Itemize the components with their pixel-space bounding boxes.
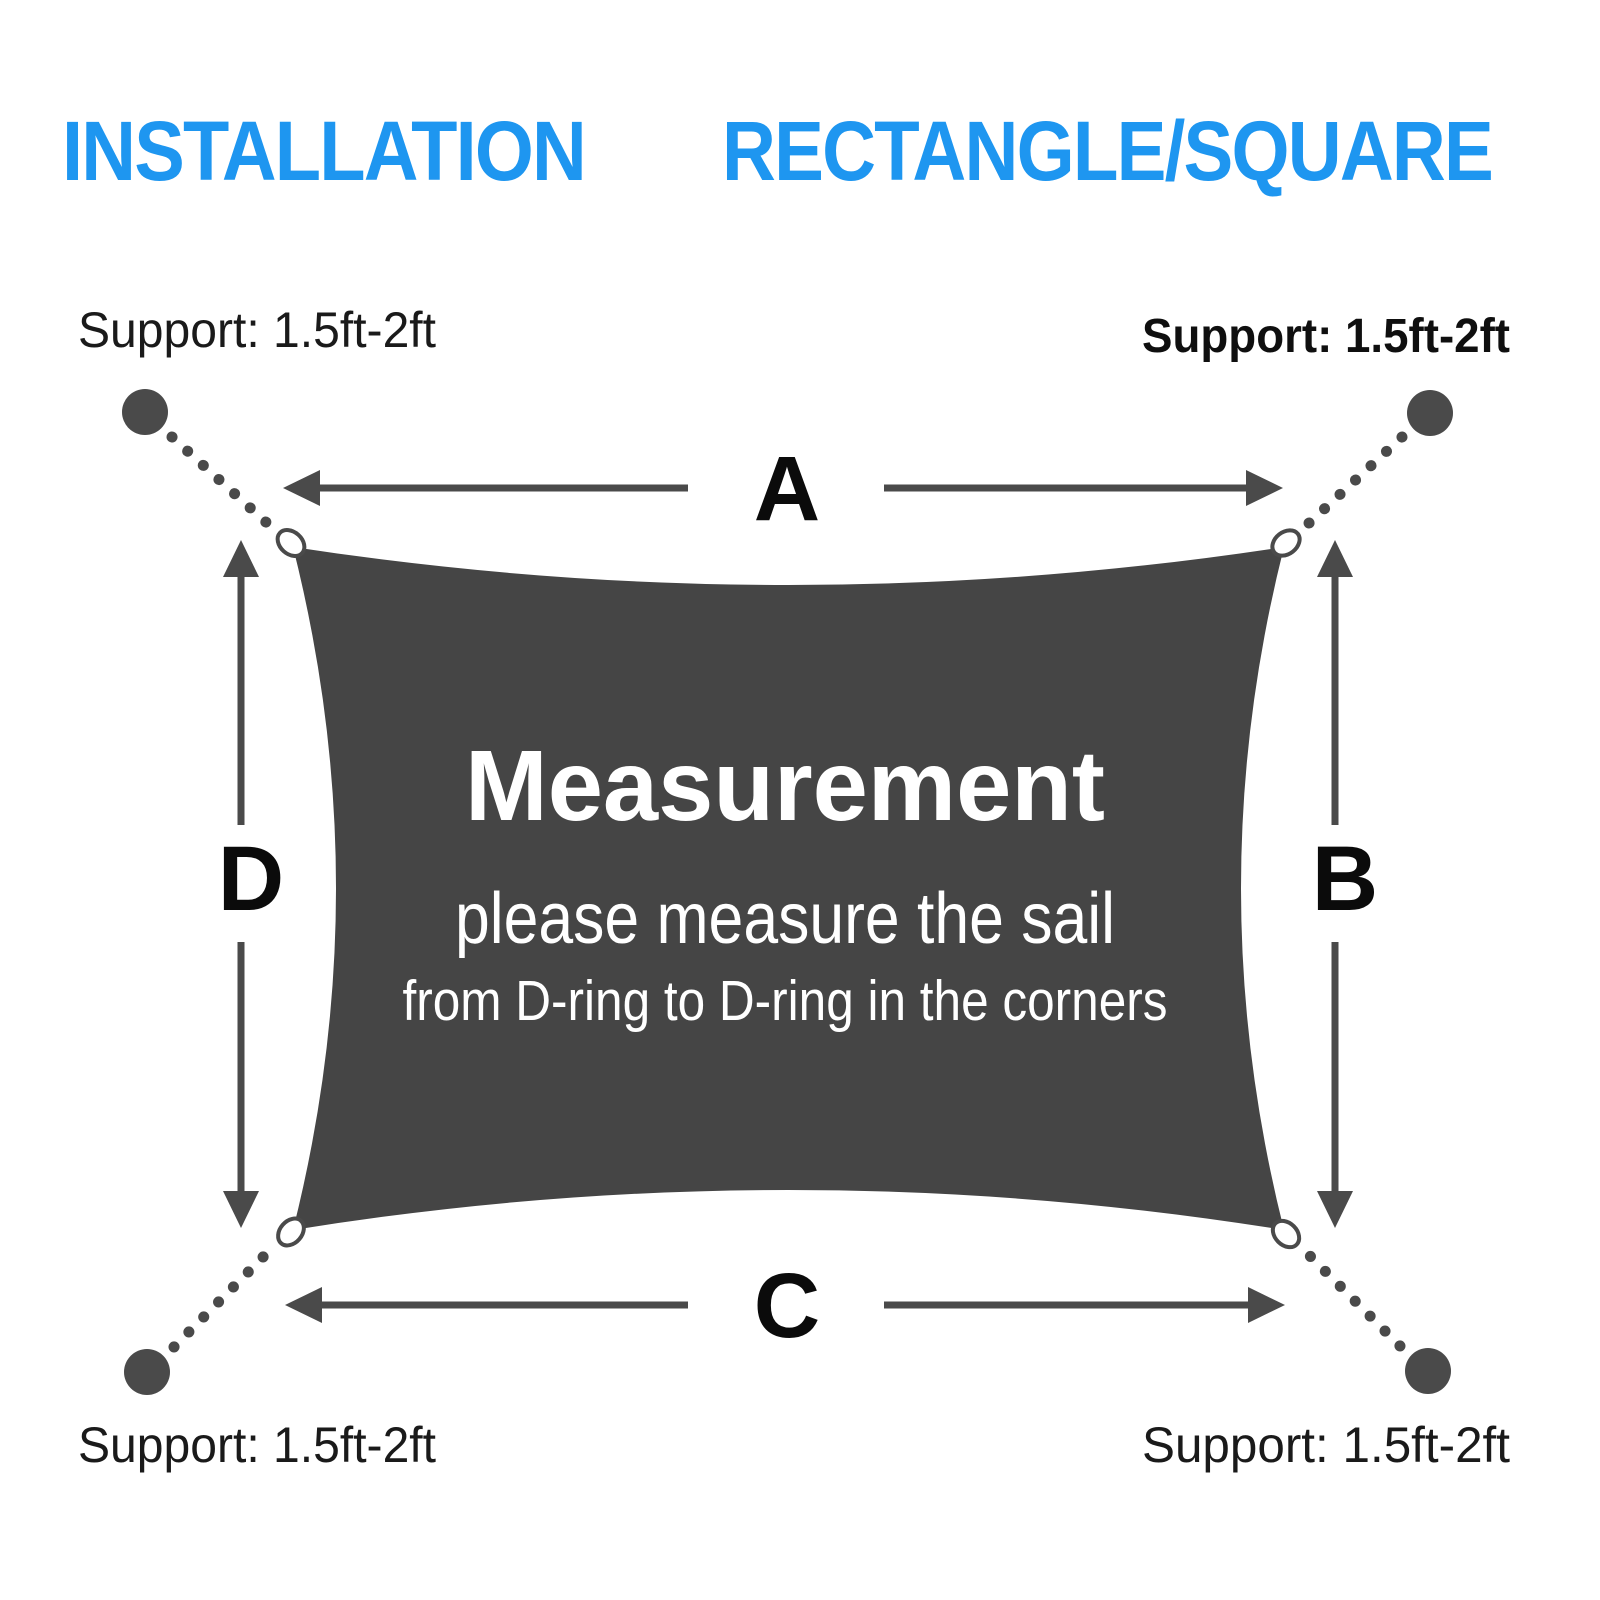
arrow-head-b-bottom [1317,1191,1353,1228]
dimension-arrow-c: C [285,1255,1285,1357]
d-ring-top-left [275,528,307,558]
sail-measurement-note: from D-ring to D-ring in the corners [403,969,1168,1033]
arrow-head-b-top [1317,540,1353,577]
support-label-bottom-left: Support: 1.5ft-2ft [78,1417,436,1473]
dimension-label-d: D [218,828,282,930]
arrow-head-a-right [1246,470,1283,506]
d-ring-bottom-left [276,1216,306,1248]
dimension-arrow-a: A [283,438,1283,540]
dotted-tension-line-top-left [166,431,274,530]
sail-measurement-title: Measurement [465,730,1105,842]
support-label-top-left: Support: 1.5ft-2ft [78,302,436,358]
arrow-head-d-top [223,540,259,577]
header-installation: INSTALLATION [62,104,585,198]
arrow-head-d-bottom [223,1191,259,1228]
dotted-tension-line-bottom-right [1302,1248,1406,1352]
support-anchor-dot-top-left [122,389,168,435]
dimension-label-a: A [754,438,819,540]
support-anchor-dot-bottom-right [1405,1348,1451,1394]
support-anchor-dot-bottom-left [124,1349,170,1395]
d-ring-bottom-right [1270,1218,1302,1250]
arrow-head-a-left [283,470,320,506]
support-anchor-dot-top-right [1407,390,1453,436]
shade-sail-body [293,547,1284,1230]
dimension-label-b: B [1312,828,1376,930]
dimension-arrow-b: B [1312,540,1378,1228]
support-label-top-right: Support: 1.5ft-2ft [1142,310,1510,363]
sail-measurement-subtitle: please measure the sail [455,879,1115,959]
dimension-arrow-d: D [218,540,284,1228]
dotted-tension-line-bottom-left [168,1246,274,1353]
header-shape-type: RECTANGLE/SQUARE [722,104,1492,198]
dotted-tension-line-top-right [1302,431,1408,530]
arrow-head-c-right [1248,1287,1285,1323]
support-label-bottom-right: Support: 1.5ft-2ft [1142,1417,1510,1473]
arrow-head-c-left [285,1287,322,1323]
dimension-label-c: C [754,1255,818,1357]
d-ring-top-right [1270,528,1302,558]
